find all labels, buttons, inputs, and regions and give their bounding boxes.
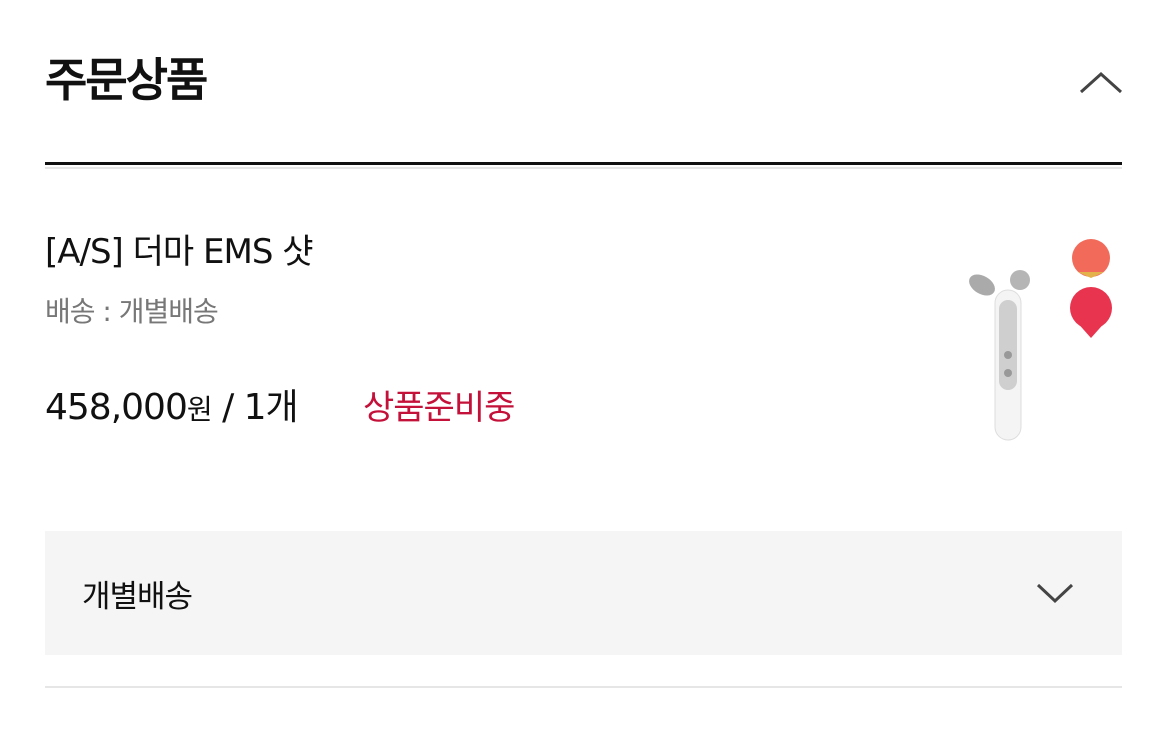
chevron-down-icon[interactable] <box>1035 581 1075 605</box>
divider <box>45 162 1122 165</box>
section-title: 주문상품 <box>45 53 208 107</box>
divider <box>45 686 1122 688</box>
shipping-info: 배송 : 개별배송 <box>45 295 219 328</box>
order-status: 상품준비중 <box>363 388 515 428</box>
delivery-group-label: 개별배송 <box>82 579 193 615</box>
divider <box>45 167 1122 169</box>
chevron-up-icon[interactable] <box>1078 68 1124 98</box>
product-price: 458,000원 / 1개 <box>45 378 299 430</box>
price-value: 458,000 <box>45 387 188 428</box>
product-thumbnail[interactable] <box>960 230 1120 450</box>
delivery-group-toggle[interactable]: 개별배송 <box>45 531 1122 655</box>
currency: 원 <box>186 393 213 426</box>
product-name[interactable]: [A/S] 더마 EMS 샷 <box>45 232 313 272</box>
quantity: / 1개 <box>211 387 299 428</box>
